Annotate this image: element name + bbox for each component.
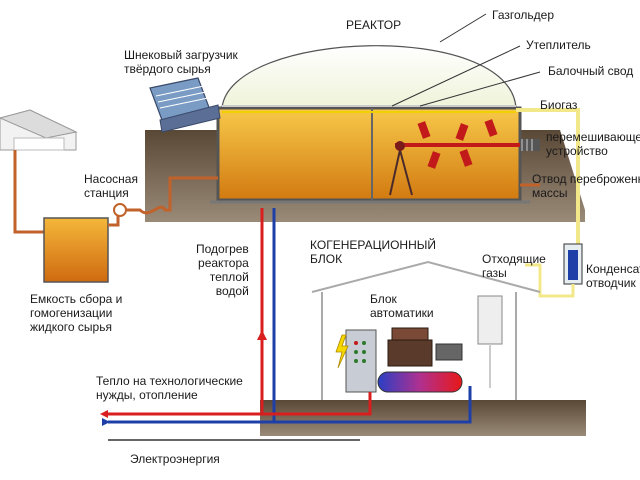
barn-to-tank-pipe bbox=[13, 150, 45, 234]
screw-loader bbox=[149, 77, 221, 133]
farm-barn bbox=[0, 109, 78, 151]
cogeneration-house bbox=[311, 260, 541, 410]
label-biogas: Биогаз bbox=[540, 98, 578, 112]
label-screw-loader: Шнековый загрузчик твёрдого сырья bbox=[124, 48, 238, 76]
label-mixing-device: перемешивающее устройство bbox=[546, 130, 640, 158]
label-electricity: Электроэнергия bbox=[130, 452, 220, 466]
label-reactor-heating: Подогрев реактора теплой водой bbox=[196, 242, 249, 298]
label-pump-station: Насосная станция bbox=[84, 172, 138, 200]
reactor-tank bbox=[216, 106, 522, 202]
feed-pipe bbox=[108, 176, 218, 227]
collection-tank bbox=[43, 217, 109, 283]
pump-icon bbox=[113, 203, 127, 217]
arrow-up-icon bbox=[257, 330, 267, 340]
label-heat: Тепло на технологические нужды, отоплени… bbox=[96, 374, 243, 402]
label-tank: Емкость сбора и гомогенизации жидкого сы… bbox=[30, 292, 123, 334]
label-cogeneration: КОГЕНЕРАЦИОННЫЙ БЛОК bbox=[310, 238, 436, 266]
gasholder-dome bbox=[221, 45, 517, 109]
leader-lines bbox=[391, 13, 541, 107]
arrow-left-icon bbox=[100, 410, 108, 418]
lightning-icon bbox=[335, 334, 349, 369]
automation-cabinet bbox=[345, 329, 377, 393]
arrow-right-icon bbox=[102, 418, 110, 426]
mixer-device bbox=[389, 119, 540, 196]
label-automation: Блок автоматики bbox=[370, 292, 434, 320]
heat-exchanger bbox=[377, 371, 463, 393]
cold-heat-line bbox=[108, 386, 472, 424]
ground-cogen bbox=[260, 400, 586, 436]
engine-block bbox=[387, 339, 433, 367]
generator bbox=[435, 343, 463, 361]
hot-heat-line bbox=[108, 392, 372, 416]
condensate-water bbox=[568, 250, 578, 280]
label-condensate: Конденсато- отводчик bbox=[586, 262, 640, 290]
label-beam-vault: Балочный свод bbox=[548, 64, 634, 78]
gas-to-cogen-pipe bbox=[525, 263, 575, 298]
label-reactor: РЕАКТОР bbox=[346, 18, 402, 32]
label-gasholder: Газгольдер bbox=[492, 8, 554, 22]
label-exhaust: Отходящие газы bbox=[482, 252, 546, 280]
exhaust-box bbox=[477, 295, 503, 345]
label-insulation: Утеплитель bbox=[526, 38, 591, 52]
label-removal: Отвод переброженной массы bbox=[532, 172, 640, 200]
